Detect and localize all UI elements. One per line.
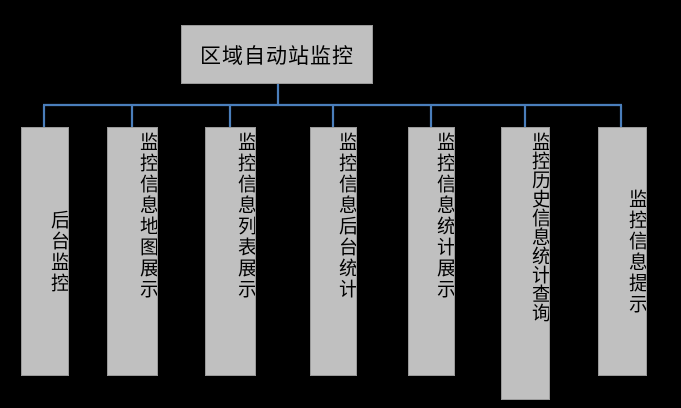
- node-root-label: 区域自动站监控: [200, 43, 354, 68]
- node-child-label: 后台监控: [48, 209, 69, 294]
- node-child-label: 监控历史信息统计查询: [529, 132, 550, 322]
- node-child-backend-monitoring[interactable]: 后台监控: [21, 127, 69, 376]
- node-child-label: 监控信息地图展示: [137, 132, 158, 300]
- node-child-backend-statistics[interactable]: 监控信息后台统计: [310, 127, 357, 376]
- node-child-list-display[interactable]: 监控信息列表展示: [205, 127, 256, 376]
- node-child-map-display[interactable]: 监控信息地图展示: [107, 127, 158, 376]
- node-child-label: 监控信息提示: [626, 188, 647, 315]
- node-child-history-statistics-query[interactable]: 监控历史信息统计查询: [501, 127, 550, 400]
- node-child-label: 监控信息统计展示: [434, 132, 455, 300]
- node-child-statistics-display[interactable]: 监控信息统计展示: [408, 127, 455, 376]
- node-root[interactable]: 区域自动站监控: [181, 25, 373, 84]
- node-child-monitoring-alert[interactable]: 监控信息提示: [598, 127, 647, 376]
- node-child-label: 监控信息列表展示: [235, 132, 256, 300]
- node-child-label: 监控信息后台统计: [336, 132, 357, 300]
